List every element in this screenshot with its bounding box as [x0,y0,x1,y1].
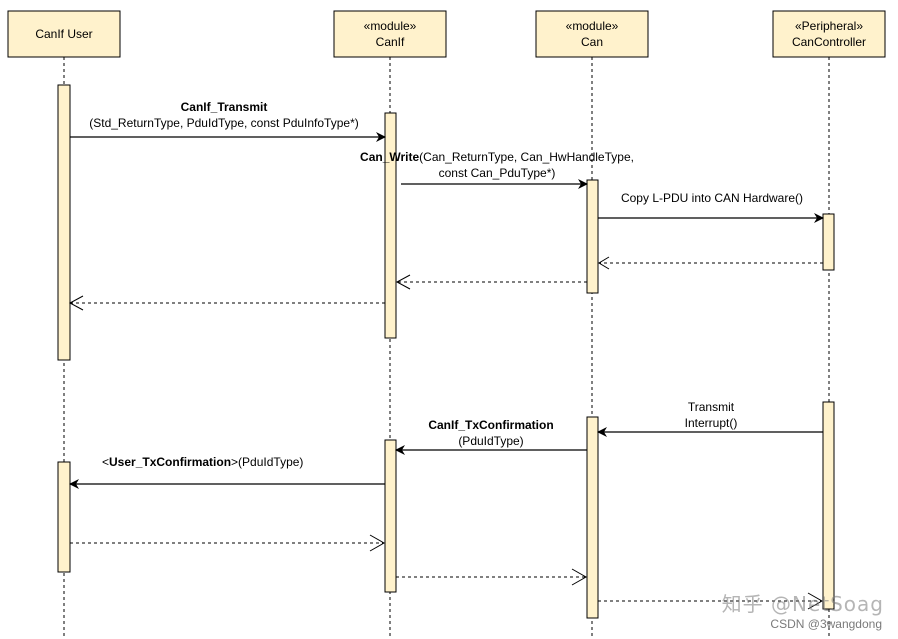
label-user-txconf-suffix: >(PduIdType) [231,455,303,469]
participant-stereotype: «module» [364,19,417,33]
return-ctrl-to-can [598,256,823,270]
activation-can-1 [586,179,599,294]
participant-name: Can [581,35,603,49]
participant-canif-user: CanIf User [7,10,121,58]
label-canif-transmit-args: (Std_ReturnType, PduIdType, const PduInf… [89,116,359,130]
label-canif-txconfirmation: CanIf_TxConfirmation [428,418,553,432]
participant-name: CanIf User [35,27,92,41]
activation-user-1 [57,84,71,361]
return-canif-to-user [68,295,385,311]
activation-user-2 [57,461,71,573]
label-user-txconf-name: User_TxConfirmation [109,455,231,469]
activation-canif-2 [384,439,397,593]
activation-canif-1 [384,112,397,339]
label-copy-lpdu: Copy L-PDU into CAN Hardware() [621,191,803,205]
credit-text: CSDN @3wangdong [770,617,882,631]
return-canif-to-can [396,568,588,586]
participant-can: «module» Can [535,10,649,58]
participant-cancontroller: «Peripheral» CanController [772,10,886,58]
label-user-txconf-prefix: < [102,455,109,469]
label-canif-transmit: CanIf_Transmit [181,100,268,114]
participant-stereotype: «module» [566,19,619,33]
participant-canif: «module» CanIf [333,10,447,58]
label-can-write-name: Can_Write [360,150,419,164]
label-can-write-args-2: const Can_PduType*) [439,166,556,180]
participant-name: CanIf [376,35,405,49]
activation-can-2 [586,416,599,619]
label-can-write: Can_Write(Can_ReturnType, Can_HwHandleTy… [360,150,634,164]
label-interrupt: Interrupt() [685,416,738,430]
label-can-write-args: (Can_ReturnType, Can_HwHandleType, [419,150,634,164]
participant-name: CanController [792,35,866,49]
return-can-to-canif [395,274,587,290]
return-can-to-ctrl [598,592,824,610]
activation-ctrl-1 [822,213,835,271]
label-canif-txconfirmation-args: (PduIdType) [458,434,523,448]
activation-ctrl-2 [822,401,835,610]
return-user-to-canif [70,534,386,552]
participant-stereotype: «Peripheral» [795,19,863,33]
label-transmit: Transmit [688,400,735,414]
watermark: 知乎 @NetSoag [721,592,884,616]
label-user-txconfirmation: <User_TxConfirmation>(PduIdType) [102,455,303,469]
